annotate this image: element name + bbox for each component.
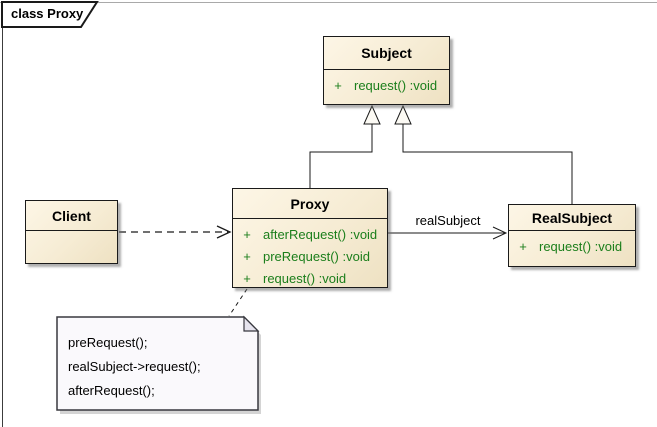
- member-text: request() :void: [539, 238, 623, 254]
- member-row: + afterRequest() :void: [233, 223, 387, 245]
- member-text: request() :void: [354, 77, 438, 93]
- class-name: Client: [26, 201, 117, 231]
- member-text: afterRequest() :void: [263, 226, 378, 242]
- generalization-triangle-icon: [363, 104, 381, 125]
- member-text: preRequest() :void: [263, 248, 370, 264]
- class-name: Proxy: [233, 189, 387, 219]
- member-row: + request() :void: [324, 74, 449, 96]
- class-box-proxy: Proxy + afterRequest() :void + preReques…: [232, 188, 388, 288]
- frame-border-left: [2, 2, 3, 427]
- note-line: realSubject->request();: [68, 359, 201, 374]
- note: preRequest(); realSubject->request(); af…: [68, 331, 248, 403]
- frame-border-top: [0, 2, 657, 3]
- note-line: preRequest();: [68, 335, 148, 350]
- visibility-public: +: [243, 226, 251, 242]
- association-label: realSubject: [415, 213, 481, 228]
- class-name: RealSubject: [509, 205, 635, 231]
- empty-members-compartment: [26, 231, 117, 235]
- member-row: + request() :void: [509, 235, 635, 257]
- member-text: request() :void: [263, 270, 347, 286]
- visibility-public: +: [243, 248, 251, 264]
- class-name: Subject: [324, 37, 449, 70]
- open-arrowhead-icon: [492, 226, 508, 240]
- generalization-line-realsubject: [402, 124, 573, 204]
- frame-title-tab: [1, 1, 99, 28]
- member-row: + request() :void: [233, 267, 387, 289]
- note-connector-line: [228, 288, 248, 317]
- visibility-public: +: [243, 270, 251, 286]
- visibility-public: +: [519, 238, 527, 254]
- open-arrowhead-icon: [216, 225, 232, 239]
- diagram-title: class Proxy: [11, 6, 84, 21]
- visibility-public: +: [334, 77, 342, 93]
- generalization-line-proxy: [309, 124, 373, 188]
- note-fold-corner-icon: [243, 315, 260, 332]
- member-row: + preRequest() :void: [233, 245, 387, 267]
- class-box-client: Client: [25, 200, 118, 264]
- generalization-triangle-icon: [394, 104, 412, 125]
- class-box-realsubject: RealSubject + request() :void: [508, 204, 636, 267]
- note-shape: [56, 316, 259, 411]
- note-line: afterRequest();: [68, 383, 155, 398]
- class-box-subject: Subject + request() :void: [323, 36, 450, 105]
